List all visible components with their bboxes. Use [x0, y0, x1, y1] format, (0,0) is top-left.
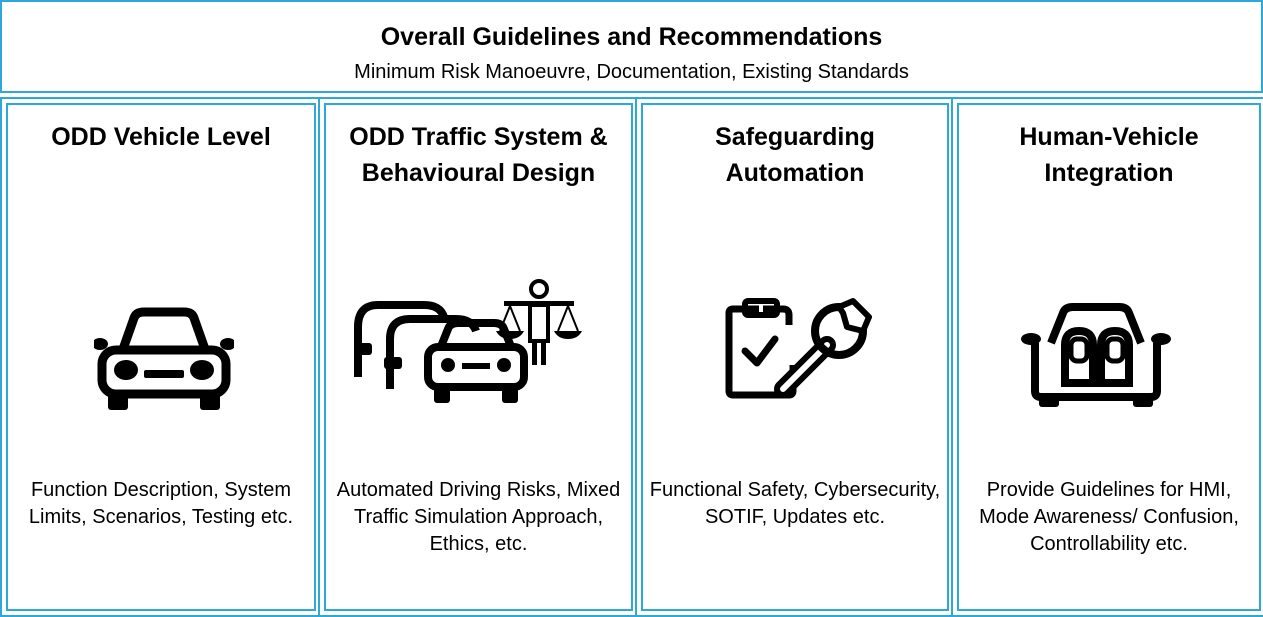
panel-description: Provide Guidelines for HMI, Mode Awarene… [979, 479, 1239, 555]
car-front-icon [94, 307, 234, 410]
panel-odd-traffic-system: ODD Traffic System & Behavioural Design … [318, 97, 639, 617]
panel-title: Safeguarding Automation [715, 123, 875, 187]
header-subtitle: Minimum Risk Manoeuvre, Documentation, E… [354, 61, 909, 83]
panel-human-vehicle-integration: Human-Vehicle Integration Provide Guidel… [951, 97, 1263, 617]
panel-description: Functional Safety, Cybersecurity, SOTIF,… [649, 479, 941, 528]
traffic-and-ethics-scale-icon [354, 279, 582, 403]
checklist-wrench-icon [725, 298, 872, 399]
panel-odd-vehicle-level: ODD Vehicle Level Function Description, … [0, 97, 322, 617]
panel-description: Function Description, System Limits, Sce… [28, 479, 294, 528]
car-interior-seats-icon [1021, 303, 1171, 407]
panel-safeguarding-automation: Safeguarding Automation Functional Safet… [635, 97, 955, 617]
panel-title: Human-Vehicle Integration [1019, 123, 1199, 187]
panel-title: ODD Vehicle Level [51, 123, 271, 151]
header-title: Overall Guidelines and Recommendations [380, 23, 883, 51]
panel-title: ODD Traffic System & Behavioural Design [349, 123, 608, 187]
panel-description: Automated Driving Risks, Mixed Traffic S… [336, 479, 621, 555]
overall-guidelines-header: Overall Guidelines and Recommendations M… [0, 0, 1263, 93]
